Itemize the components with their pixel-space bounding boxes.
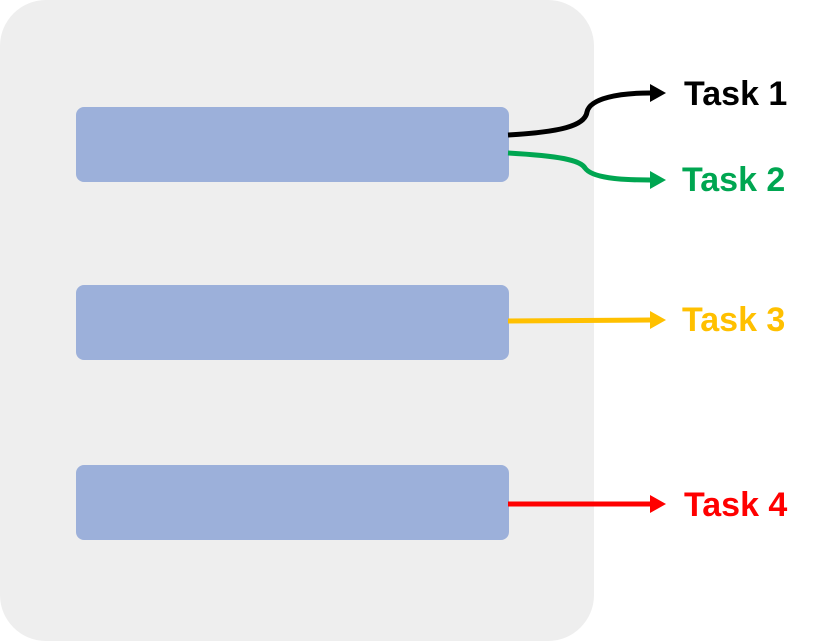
arrowhead-task-3: [650, 311, 666, 329]
arrow-task-1: [507, 90, 651, 138]
shared-block-1: [76, 107, 509, 182]
arrow-task-2: [507, 150, 651, 183]
task-label-1: Task 1: [684, 75, 788, 113]
arrowhead-task-4: [650, 495, 666, 513]
task-label-3: Task 3: [682, 301, 786, 339]
arrowhead-task-1: [650, 84, 666, 102]
arrowhead-task-2: [650, 171, 666, 189]
arrow-task-3: [507, 317, 651, 324]
task-label-2: Task 2: [682, 161, 786, 199]
task-label-4: Task 4: [684, 486, 788, 524]
shared-block-2: [76, 285, 509, 360]
shared-block-3: [76, 465, 509, 540]
